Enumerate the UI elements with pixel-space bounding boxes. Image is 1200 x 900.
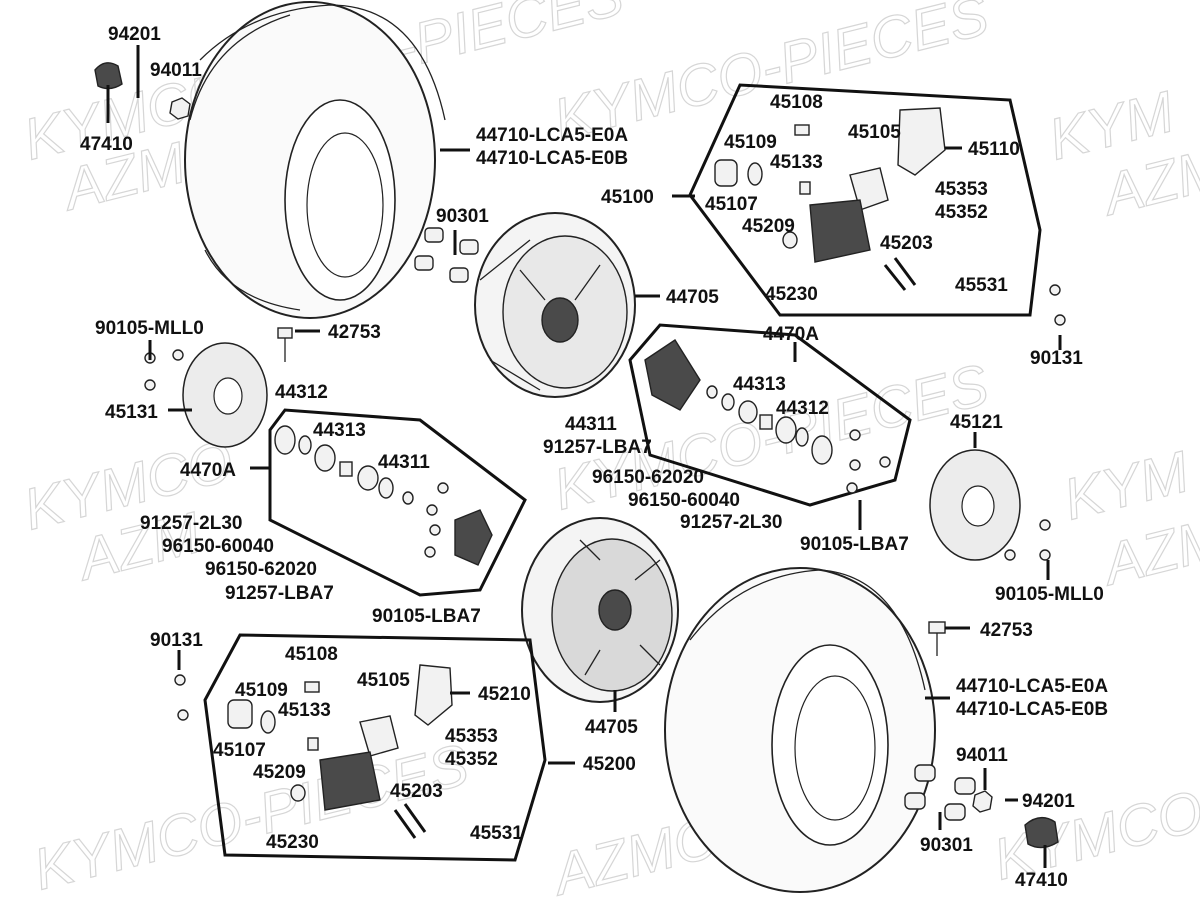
label-42753: 42753 bbox=[328, 322, 381, 343]
label-96150-62020-left: 96150-62020 bbox=[205, 559, 317, 580]
label-94201-rear: 94201 bbox=[1022, 791, 1075, 812]
part-labels: 94201 94011 47410 44710-LCA5-E0A 44710-L… bbox=[80, 24, 1108, 891]
label-45230-top: 45230 bbox=[765, 284, 818, 305]
tire-rear-right bbox=[664, 567, 936, 893]
label-45353-bottom: 45353 bbox=[445, 726, 498, 747]
label-45203-bottom: 45203 bbox=[390, 781, 443, 802]
caliper-top-parts bbox=[714, 107, 946, 291]
caliper-box-top bbox=[688, 83, 1042, 317]
brake-disc-45131 bbox=[182, 342, 268, 448]
label-94011: 94011 bbox=[150, 60, 202, 81]
watermark-brand: KYMCO-PIECES bbox=[987, 722, 1200, 893]
rim-front bbox=[474, 212, 636, 398]
label-91257-lba7-right: 91257-LBA7 bbox=[543, 437, 652, 458]
label-45531-bottom: 45531 bbox=[470, 823, 523, 844]
label-44312: 44312 bbox=[275, 382, 328, 403]
label-42753-right: 42753 bbox=[980, 620, 1033, 641]
label-90105-lba7-left: 90105-LBA7 bbox=[372, 606, 481, 627]
valve-cap-47410 bbox=[94, 62, 123, 90]
label-90105-mll0: 90105-MLL0 bbox=[95, 318, 204, 339]
bolts-90105-mll0-right bbox=[1004, 519, 1051, 561]
label-90301-rear: 90301 bbox=[920, 835, 973, 856]
label-45110: 45110 bbox=[968, 139, 1020, 160]
label-91257-2l30-right: 91257-2L30 bbox=[680, 512, 782, 533]
label-45121: 45121 bbox=[950, 412, 1003, 433]
label-90301: 90301 bbox=[436, 206, 489, 227]
spacer-90301-front bbox=[414, 227, 479, 283]
label-45209-bottom: 45209 bbox=[253, 762, 306, 783]
hub-left-parts bbox=[274, 425, 493, 566]
label-45210: 45210 bbox=[478, 684, 531, 705]
label-47410-rear: 47410 bbox=[1015, 870, 1068, 891]
label-94201: 94201 bbox=[108, 24, 161, 45]
label-45209-top: 45209 bbox=[742, 216, 795, 237]
label-44705-rear: 44705 bbox=[585, 717, 638, 738]
label-44311-left: 44311 bbox=[378, 452, 430, 473]
label-44710-a-rear: 44710-LCA5-E0A bbox=[956, 676, 1108, 697]
bolts-90131-bottom bbox=[174, 674, 189, 721]
leader-lines bbox=[106, 45, 1062, 868]
caliper-box-bottom bbox=[203, 633, 547, 862]
label-45107-top: 45107 bbox=[705, 194, 758, 215]
hub-right-parts bbox=[644, 339, 833, 465]
label-45105-top: 45105 bbox=[848, 122, 901, 143]
label-91257-lba7-left: 91257-LBA7 bbox=[225, 583, 334, 604]
label-45133-bottom: 45133 bbox=[278, 700, 331, 721]
label-45352-bottom: 45352 bbox=[445, 749, 498, 770]
label-45105-bottom: 45105 bbox=[357, 670, 410, 691]
label-44710-a: 44710-LCA5-E0A bbox=[476, 125, 628, 146]
label-44705: 44705 bbox=[666, 287, 719, 308]
bolts-90105-lba7-left bbox=[424, 482, 449, 558]
label-45108-top: 45108 bbox=[770, 92, 823, 113]
label-90131-top: 90131 bbox=[1030, 348, 1083, 369]
label-44311-right: 44311 bbox=[565, 414, 617, 435]
label-45230-bottom: 45230 bbox=[266, 832, 319, 853]
stud-42753-rear bbox=[928, 621, 946, 656]
label-45352-top: 45352 bbox=[935, 202, 988, 223]
label-90105-lba7-right: 90105-LBA7 bbox=[800, 534, 909, 555]
lug-nut-94011 bbox=[169, 97, 191, 120]
label-90105-mll0-right: 90105-MLL0 bbox=[995, 584, 1104, 605]
rim-rear bbox=[521, 517, 679, 703]
label-45133-top: 45133 bbox=[770, 152, 823, 173]
hub-assembly-box-right bbox=[628, 323, 912, 507]
label-45531-top: 45531 bbox=[955, 275, 1008, 296]
label-94011-rear: 94011 bbox=[956, 745, 1008, 766]
valve-cap-47410-rear bbox=[1024, 817, 1059, 849]
lug-nut-94011-rear bbox=[972, 790, 993, 813]
label-96150-60040-right: 96150-60040 bbox=[628, 490, 740, 511]
stud-42753 bbox=[277, 327, 293, 362]
label-45203-top: 45203 bbox=[880, 233, 933, 254]
label-45200: 45200 bbox=[583, 754, 636, 775]
spacer-90301-rear bbox=[904, 764, 976, 821]
label-96150-60040-left: 96150-60040 bbox=[162, 536, 274, 557]
label-47410: 47410 bbox=[80, 134, 133, 155]
bolts-90131-top bbox=[1049, 284, 1066, 326]
caliper-bottom-parts bbox=[227, 664, 453, 839]
label-4470a-right: 4470A bbox=[763, 324, 819, 345]
label-90131-bottom: 90131 bbox=[150, 630, 203, 651]
label-45131: 45131 bbox=[105, 402, 158, 423]
hub-assembly-box-left bbox=[268, 408, 527, 597]
bolts-90105-lba7-right bbox=[846, 429, 891, 494]
label-45353-top: 45353 bbox=[935, 179, 988, 200]
label-4470a-left: 4470A bbox=[180, 460, 236, 481]
label-44313-right: 44313 bbox=[733, 374, 786, 395]
label-45107-bottom: 45107 bbox=[213, 740, 266, 761]
label-45109-top: 45109 bbox=[724, 132, 777, 153]
label-45108-bottom: 45108 bbox=[285, 644, 338, 665]
tire-front-left bbox=[184, 1, 446, 319]
label-44312-right: 44312 bbox=[776, 398, 829, 419]
label-91257-2l30-left: 91257-2L30 bbox=[140, 513, 242, 534]
label-96150-62020-right: 96150-62020 bbox=[592, 467, 704, 488]
label-45100: 45100 bbox=[601, 187, 654, 208]
label-44710-b-rear: 44710-LCA5-E0B bbox=[956, 699, 1108, 720]
brake-disc-45121 bbox=[929, 449, 1021, 561]
label-44710-b: 44710-LCA5-E0B bbox=[476, 148, 628, 169]
label-44313: 44313 bbox=[313, 420, 366, 441]
label-45109-bottom: 45109 bbox=[235, 680, 288, 701]
